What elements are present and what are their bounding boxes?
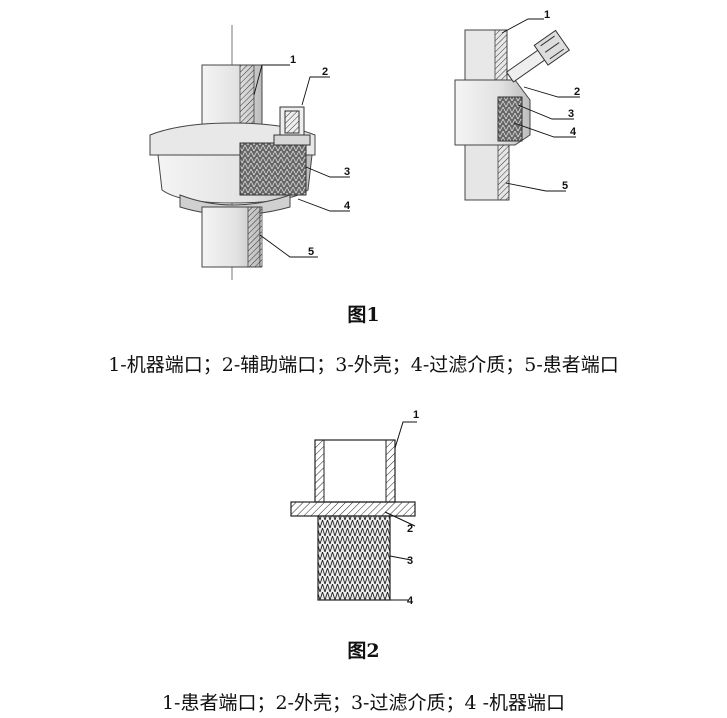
figure1-title: 图1 <box>347 304 380 326</box>
figure2-title: 图2 <box>347 640 380 662</box>
callout-3: 3 <box>568 108 574 120</box>
callout-3: 3 <box>407 555 413 567</box>
callout-5: 5 <box>308 246 314 258</box>
filter-media <box>239 142 307 196</box>
callout-1: 1 <box>290 54 296 66</box>
callout-4: 4 <box>407 595 414 607</box>
figure2-drawing: 1 2 3 4 <box>290 409 419 607</box>
callout-4: 4 <box>344 200 351 212</box>
figure1-legend: 1-机器端口；2-辅助端口；3-外壳；4-过滤介质；5-患者端口 <box>108 354 619 376</box>
callout-1: 1 <box>413 409 419 421</box>
callout-2: 2 <box>574 86 580 98</box>
machine-port-wall <box>239 64 255 128</box>
callout-4: 4 <box>570 126 577 138</box>
figure1-left-drawing: 1 2 3 4 5 <box>149 25 351 280</box>
callout-3: 3 <box>344 166 350 178</box>
callout-2: 2 <box>322 66 328 78</box>
patient-port-wall <box>247 206 263 268</box>
callout-5: 5 <box>562 180 568 192</box>
callout-1: 1 <box>544 9 550 21</box>
figure2-legend: 1-患者端口；2-外壳；3-过滤介质；4 -机器端口 <box>161 692 566 714</box>
filter-media <box>317 515 391 601</box>
callout-2: 2 <box>407 523 413 535</box>
figure1-right-drawing: 1 2 3 4 5 <box>454 9 580 201</box>
